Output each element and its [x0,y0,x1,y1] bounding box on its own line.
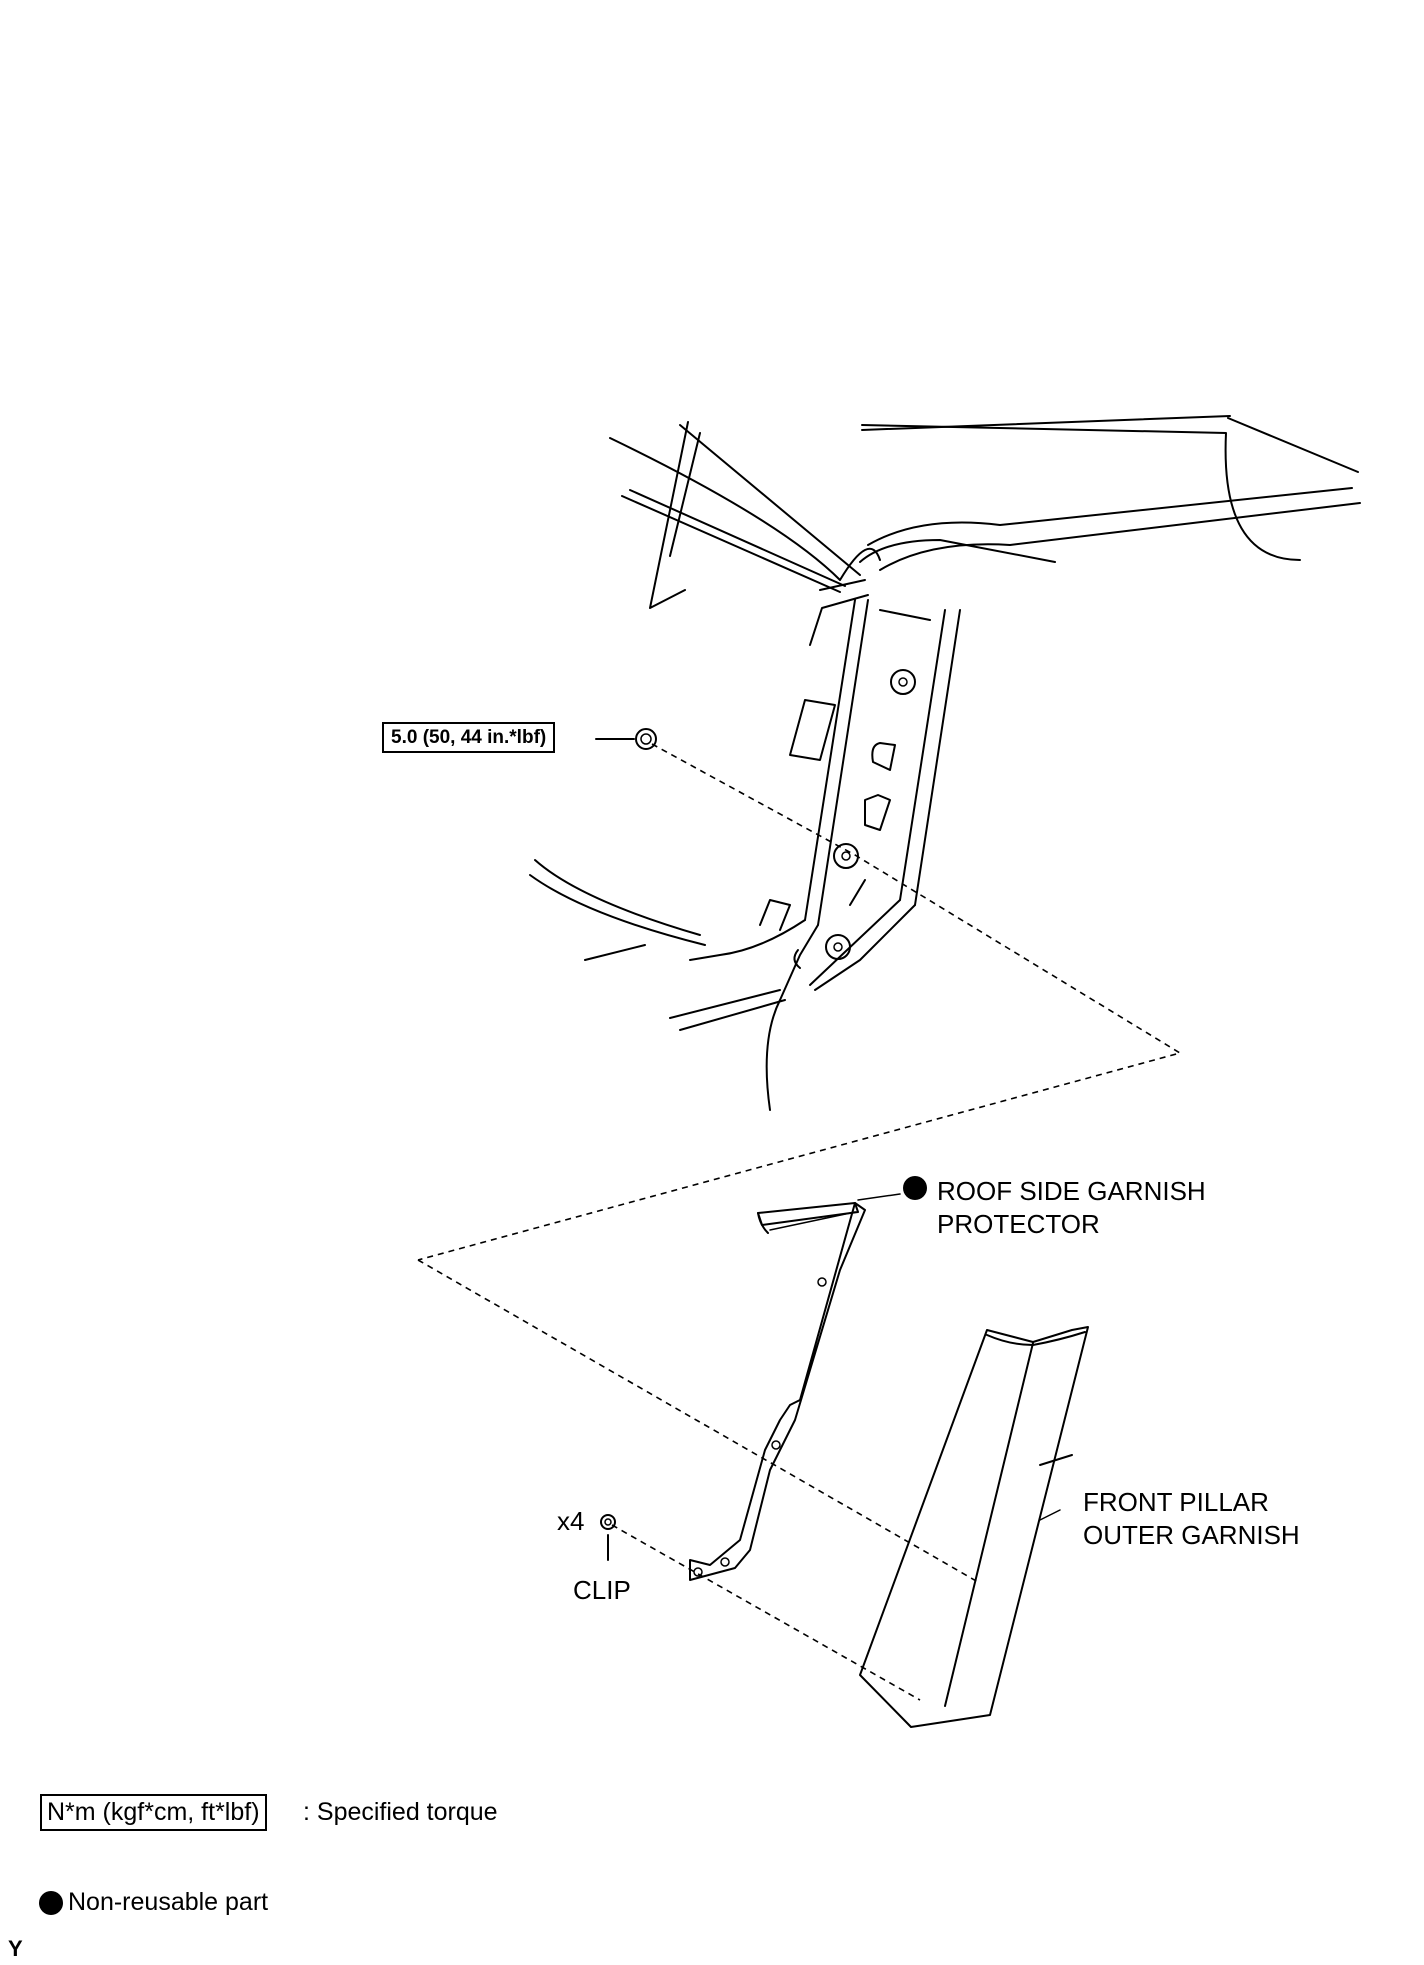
protector-leader-line [857,1193,901,1201]
front-pillar-outer-garnish-line2: OUTER GARNISH [1083,1520,1300,1550]
front-pillar-outer-garnish-line1: FRONT PILLAR [1083,1487,1269,1517]
legend-non-reusable-label: Non-reusable part [68,1888,269,1916]
clip-quantity-label: x4 [557,1506,585,1536]
front-pillar-outer-garnish-label: FRONT PILLAR OUTER GARNISH [1083,1486,1300,1552]
roof-side-garnish-protector-part [689,1202,866,1581]
roof-side-garnish-protector-label: ROOF SIDE GARNISH PROTECTOR [937,1175,1206,1241]
roof-side-garnish-protector-line2: PROTECTOR [937,1209,1100,1239]
legend-torque-units: N*m (kgf*cm, ft*lbf) [40,1794,267,1831]
front-pillar-outer-garnish-part [859,1326,1089,1728]
clip-label: CLIP [573,1575,631,1605]
assembly-dashed-lines [417,743,1183,1701]
legend-non-reusable-dot-icon [39,1891,63,1915]
vehicle-body-pillar [529,415,1361,1111]
torque-nut [595,728,657,750]
corner-mark: Y [8,1936,23,1961]
garnish-leader-line [1039,1509,1061,1521]
clip-part [600,1514,616,1561]
non-reusable-dot-icon [903,1176,927,1200]
roof-side-garnish-protector-line1: ROOF SIDE GARNISH [937,1176,1206,1206]
legend-torque-description: : Specified torque [303,1798,498,1826]
torque-callout: 5.0 (50, 44 in.*lbf) [382,722,556,753]
